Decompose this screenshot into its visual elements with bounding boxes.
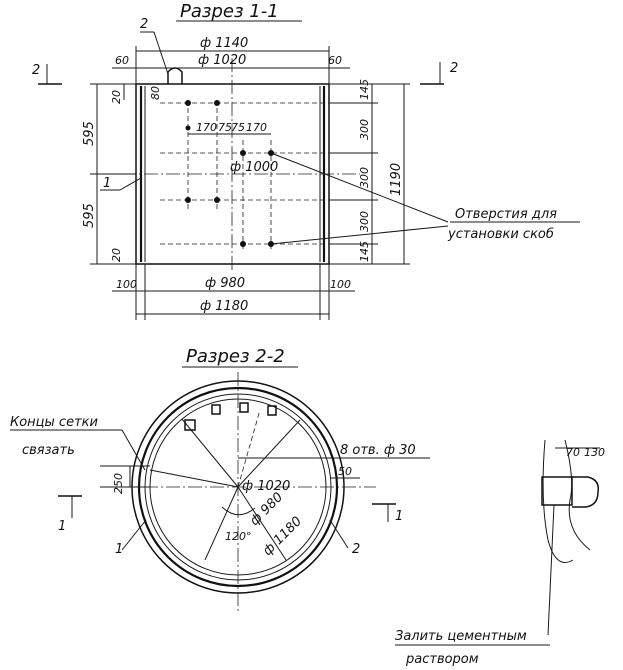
radial-line [237, 486, 287, 561]
leader [119, 177, 142, 191]
dim-595-bottom: 595 [82, 203, 97, 228]
bracket-hole [214, 197, 220, 203]
section-2-2-title: Разрез 2-2 [186, 346, 285, 367]
section-1-1-title: Разрез 1-1 [180, 1, 279, 22]
bracket-hole [240, 241, 246, 247]
dim-595-top: 595 [82, 121, 97, 146]
hole-mark [267, 405, 277, 416]
grout-note-1: Залить цементным [395, 629, 527, 644]
bracket [572, 476, 600, 508]
leader [121, 429, 146, 471]
dia-1180: ф 1180 [260, 514, 305, 559]
dim-75-a: 75 [218, 121, 232, 134]
dim-70: 70 [566, 446, 580, 459]
grout-plug [541, 476, 573, 506]
hole-mark [211, 404, 221, 415]
callout-1: 1 [103, 176, 111, 191]
dim-75-b: 75 [231, 121, 245, 134]
cut-mark-right-label: 1 [395, 509, 403, 524]
bracket-hole [240, 150, 246, 156]
wall-break-right [564, 439, 591, 551]
dim-20-top: 20 [110, 90, 123, 104]
lifting-loop [167, 67, 183, 84]
radial-line [204, 486, 239, 561]
bracket-hole [185, 125, 191, 131]
callout-2: 2 [352, 542, 360, 557]
cut-mark-left-label: 2 [32, 63, 40, 78]
dim-left-60: 60 [115, 54, 129, 67]
bracket-hole [185, 100, 191, 106]
mesh-ends-note-1: Концы сетки [10, 415, 98, 430]
dim-145-top: 145 [358, 79, 371, 100]
holes-note-line1: Отверстия для [455, 207, 557, 222]
section-2-2: Разрез 2-2 120° ф 1020 ф 980 ф 1180 Конц… [10, 346, 430, 612]
mesh-ends-note-2: связать [22, 443, 75, 458]
dim-130: 130 [584, 446, 605, 459]
dim-1020: ф 1020 [198, 53, 246, 68]
grout-detail: 70 130 Залить цементным раствором [395, 439, 605, 667]
dim-1180: ф 1180 [200, 299, 248, 314]
leader [121, 519, 147, 551]
dim-300-c: 300 [358, 211, 371, 232]
dim-1140: ф 1140 [200, 36, 248, 51]
dim-170-a: 170 [196, 121, 217, 134]
leader [270, 225, 449, 245]
dim-1190: 1190 [389, 163, 404, 196]
leader [270, 152, 449, 223]
dim-145-bottom: 145 [358, 241, 371, 262]
cut-mark-left-label: 1 [58, 519, 66, 534]
dia-1020: ф 1020 [242, 479, 290, 494]
callout-1: 1 [115, 542, 123, 557]
wall-break-left [542, 439, 574, 563]
dim-right-60: 60 [328, 54, 342, 67]
section-1-1: Разрез 1-1 ф 11 [32, 1, 580, 320]
dim-300-b: 300 [358, 167, 371, 188]
leader [547, 504, 555, 636]
dim-50: 50 [338, 465, 352, 478]
dim-80: 80 [149, 86, 162, 100]
callout-2: 2 [140, 17, 148, 32]
radial-line [181, 418, 239, 488]
angle-120: 120° [225, 530, 252, 543]
dim-100-right: 100 [330, 278, 351, 291]
bracket-hole [185, 197, 191, 203]
leader [329, 519, 349, 549]
radial-line [237, 419, 301, 488]
dim-170-b: 170 [246, 121, 267, 134]
holes-note-line2: установки скоб [447, 227, 554, 242]
hole-mark [239, 402, 249, 413]
hole-mark [184, 419, 196, 431]
dim-980: ф 980 [205, 276, 245, 291]
dim-300-a: 300 [358, 119, 371, 140]
angle-arc [221, 506, 256, 516]
dim-20-bottom: 20 [110, 248, 123, 262]
grout-note-2: раствором [405, 652, 479, 667]
leader [153, 31, 169, 75]
radial-line [237, 409, 261, 488]
bracket-hole [214, 100, 220, 106]
radial-line [149, 469, 239, 488]
holes-8x30: 8 отв. ф 30 [340, 443, 416, 458]
dim-250: 250 [112, 473, 125, 494]
dim-1000: ф 1000 [230, 160, 278, 175]
dim-100-left: 100 [116, 278, 137, 291]
cut-mark-right-label: 2 [450, 61, 458, 76]
